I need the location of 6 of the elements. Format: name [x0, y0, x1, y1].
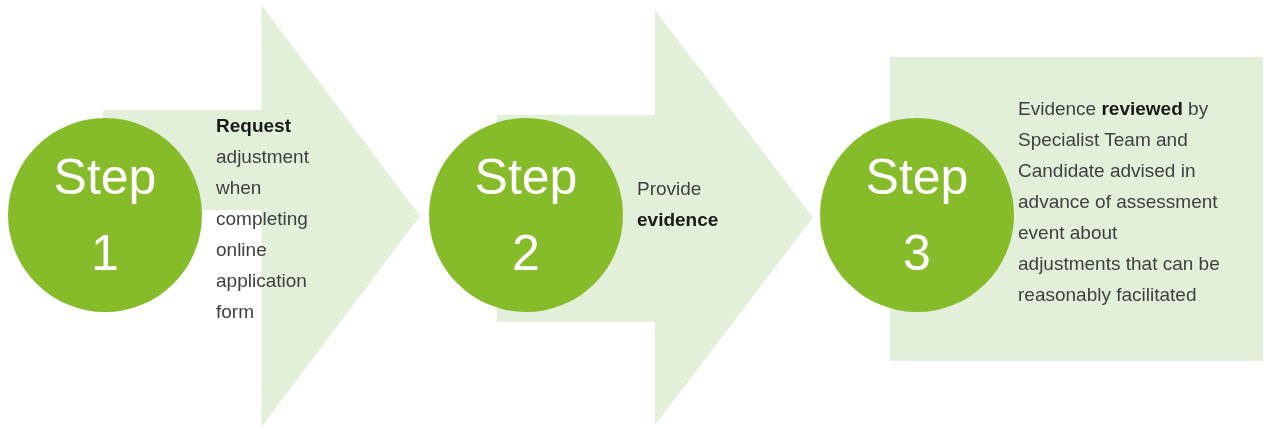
step-number: Step 2: [473, 148, 579, 283]
step-number: Step 1: [52, 148, 158, 283]
step-description: Provide evidence: [637, 177, 720, 232]
step-number: Step 3: [864, 148, 970, 283]
step-description: Evidence reviewed by Specialist Team and Candidate advised in advance of assessment event about adjustments that can be reasonably facilitated: [1018, 97, 1221, 307]
step-description: Request adjustment when completing online application form: [216, 114, 310, 324]
